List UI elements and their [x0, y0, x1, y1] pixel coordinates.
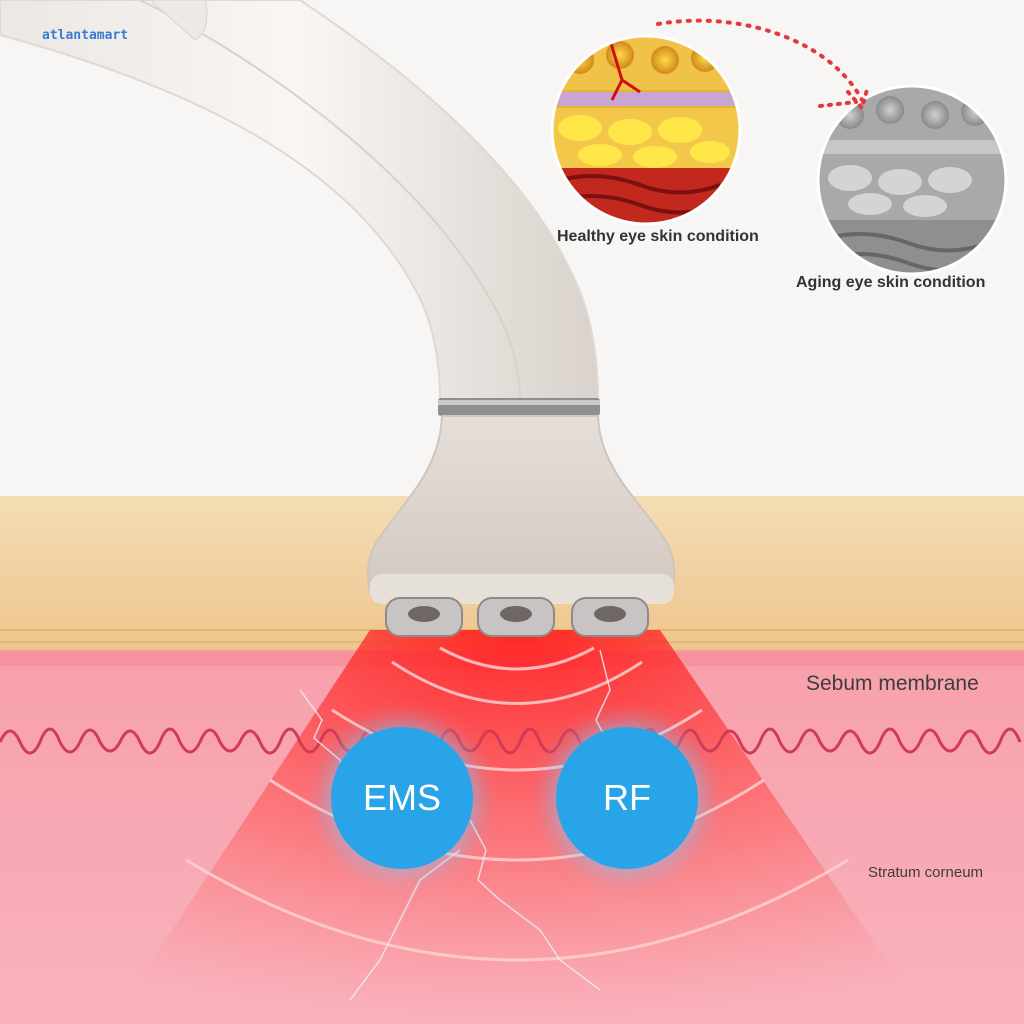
healthy-skin-caption: Healthy eye skin condition — [557, 228, 759, 245]
aging-inset-border — [816, 84, 1008, 276]
sebum-wave-line — [0, 727, 1022, 755]
aging-skin-illustration — [818, 86, 1006, 274]
stratum-corneum-label: Stratum corneum — [868, 864, 984, 881]
rf-label: RF — [603, 777, 651, 818]
sebum-membrane-label: Sebum membrane — [806, 672, 979, 695]
arrow-tail-segment — [818, 100, 858, 108]
head-rim — [370, 574, 674, 604]
ring-highlight — [438, 400, 600, 405]
healthy-inset-border — [550, 34, 742, 226]
healthy-skin-illustration — [552, 36, 740, 224]
handle-button — [149, 0, 208, 41]
brand-watermark: atlantamart — [42, 28, 129, 43]
arrow-head — [846, 84, 870, 113]
handle-seam — [139, 0, 521, 401]
ems-bubble: EMS — [331, 727, 473, 869]
rf-bubble: RF — [556, 727, 698, 869]
ems-label: EMS — [362, 777, 441, 818]
aging-skin-caption: Aging eye skin condition — [796, 274, 986, 291]
light-beam — [110, 630, 930, 1024]
electrode-array — [385, 597, 649, 637]
transition-arrow — [656, 18, 864, 102]
